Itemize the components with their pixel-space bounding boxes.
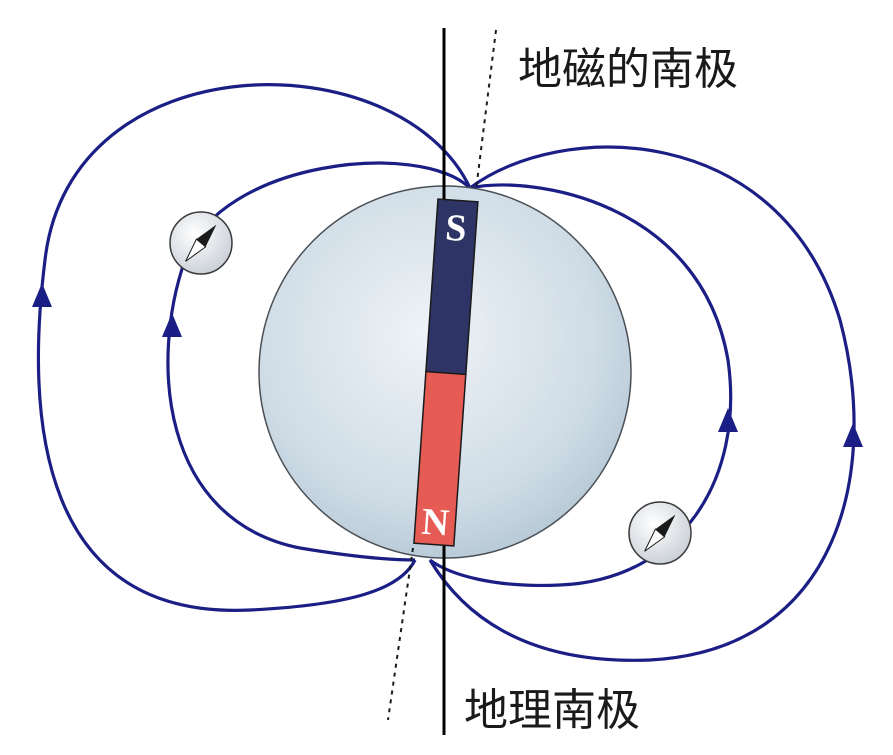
magnet-south-letter: S: [444, 207, 468, 250]
field-line-inner-left: [166, 161, 472, 562]
magnet-north-half: [413, 370, 467, 547]
label-geographic-south-pole: 地理南极: [464, 685, 640, 736]
magnetic-axis-top: [475, 29, 497, 191]
magnet-north-letter: N: [420, 501, 450, 545]
field-arrow-inner-right: [718, 408, 738, 432]
field-line-outer-right: [428, 145, 856, 662]
bar-magnet: S N: [413, 198, 479, 547]
magnetic-axis-bottom: [387, 547, 414, 721]
field-line-inner-right: [429, 183, 733, 588]
label-geomagnetic-south-pole: 地磁的南极: [518, 44, 738, 95]
field-arrow-inner-left: [162, 313, 182, 337]
compass-icon: [169, 211, 233, 275]
field-arrow-outer-right: [843, 423, 863, 447]
field-arrow-outer-left: [32, 283, 52, 307]
field-line-outer-left: [36, 83, 472, 612]
compass-icon: [628, 501, 692, 565]
